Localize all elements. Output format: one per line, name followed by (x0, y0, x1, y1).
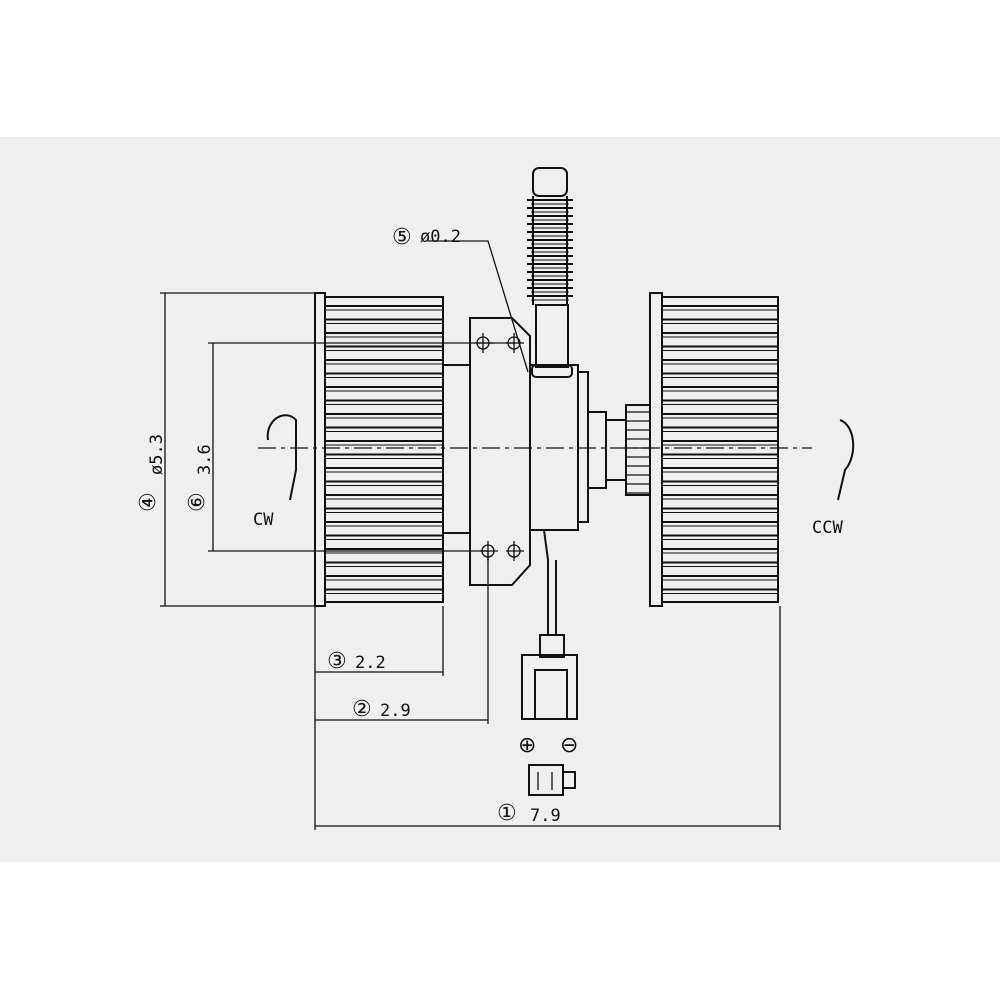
left-blower-wheel (314, 292, 444, 607)
drawing-background (0, 137, 1000, 862)
positive-terminal-symbol: ⊕ (518, 733, 536, 758)
dimension-lines (160, 240, 781, 830)
negative-terminal-symbol: ⊖ (560, 733, 578, 758)
callout-4-marker: ④ (136, 492, 161, 512)
callout-5-marker: ⑤ (392, 225, 412, 250)
callout-5-value: ø0.2 (420, 227, 461, 247)
callout-6-value: 3.6 (195, 444, 215, 475)
callout-1-value: 7.9 (530, 806, 561, 826)
ccw-label: CCW (812, 518, 843, 538)
callout-2-marker: ② (352, 697, 372, 722)
callout-4-value: ø5.3 (147, 434, 167, 475)
callout-3-value: 2.2 (355, 653, 386, 673)
cw-label: CW (253, 510, 274, 530)
callout-1-marker: ① (497, 801, 517, 826)
callout-6-marker: ⑥ (185, 492, 210, 512)
callout-3-marker: ③ (327, 649, 347, 674)
cw-rotation-arrow (266, 414, 297, 501)
wheel-hub (625, 404, 651, 496)
right-blower-wheel (649, 292, 779, 607)
ccw-rotation-arrow (837, 419, 855, 501)
vent-tube (527, 167, 573, 378)
wire-harness (521, 529, 578, 796)
callout-2-value: 2.9 (380, 701, 411, 721)
